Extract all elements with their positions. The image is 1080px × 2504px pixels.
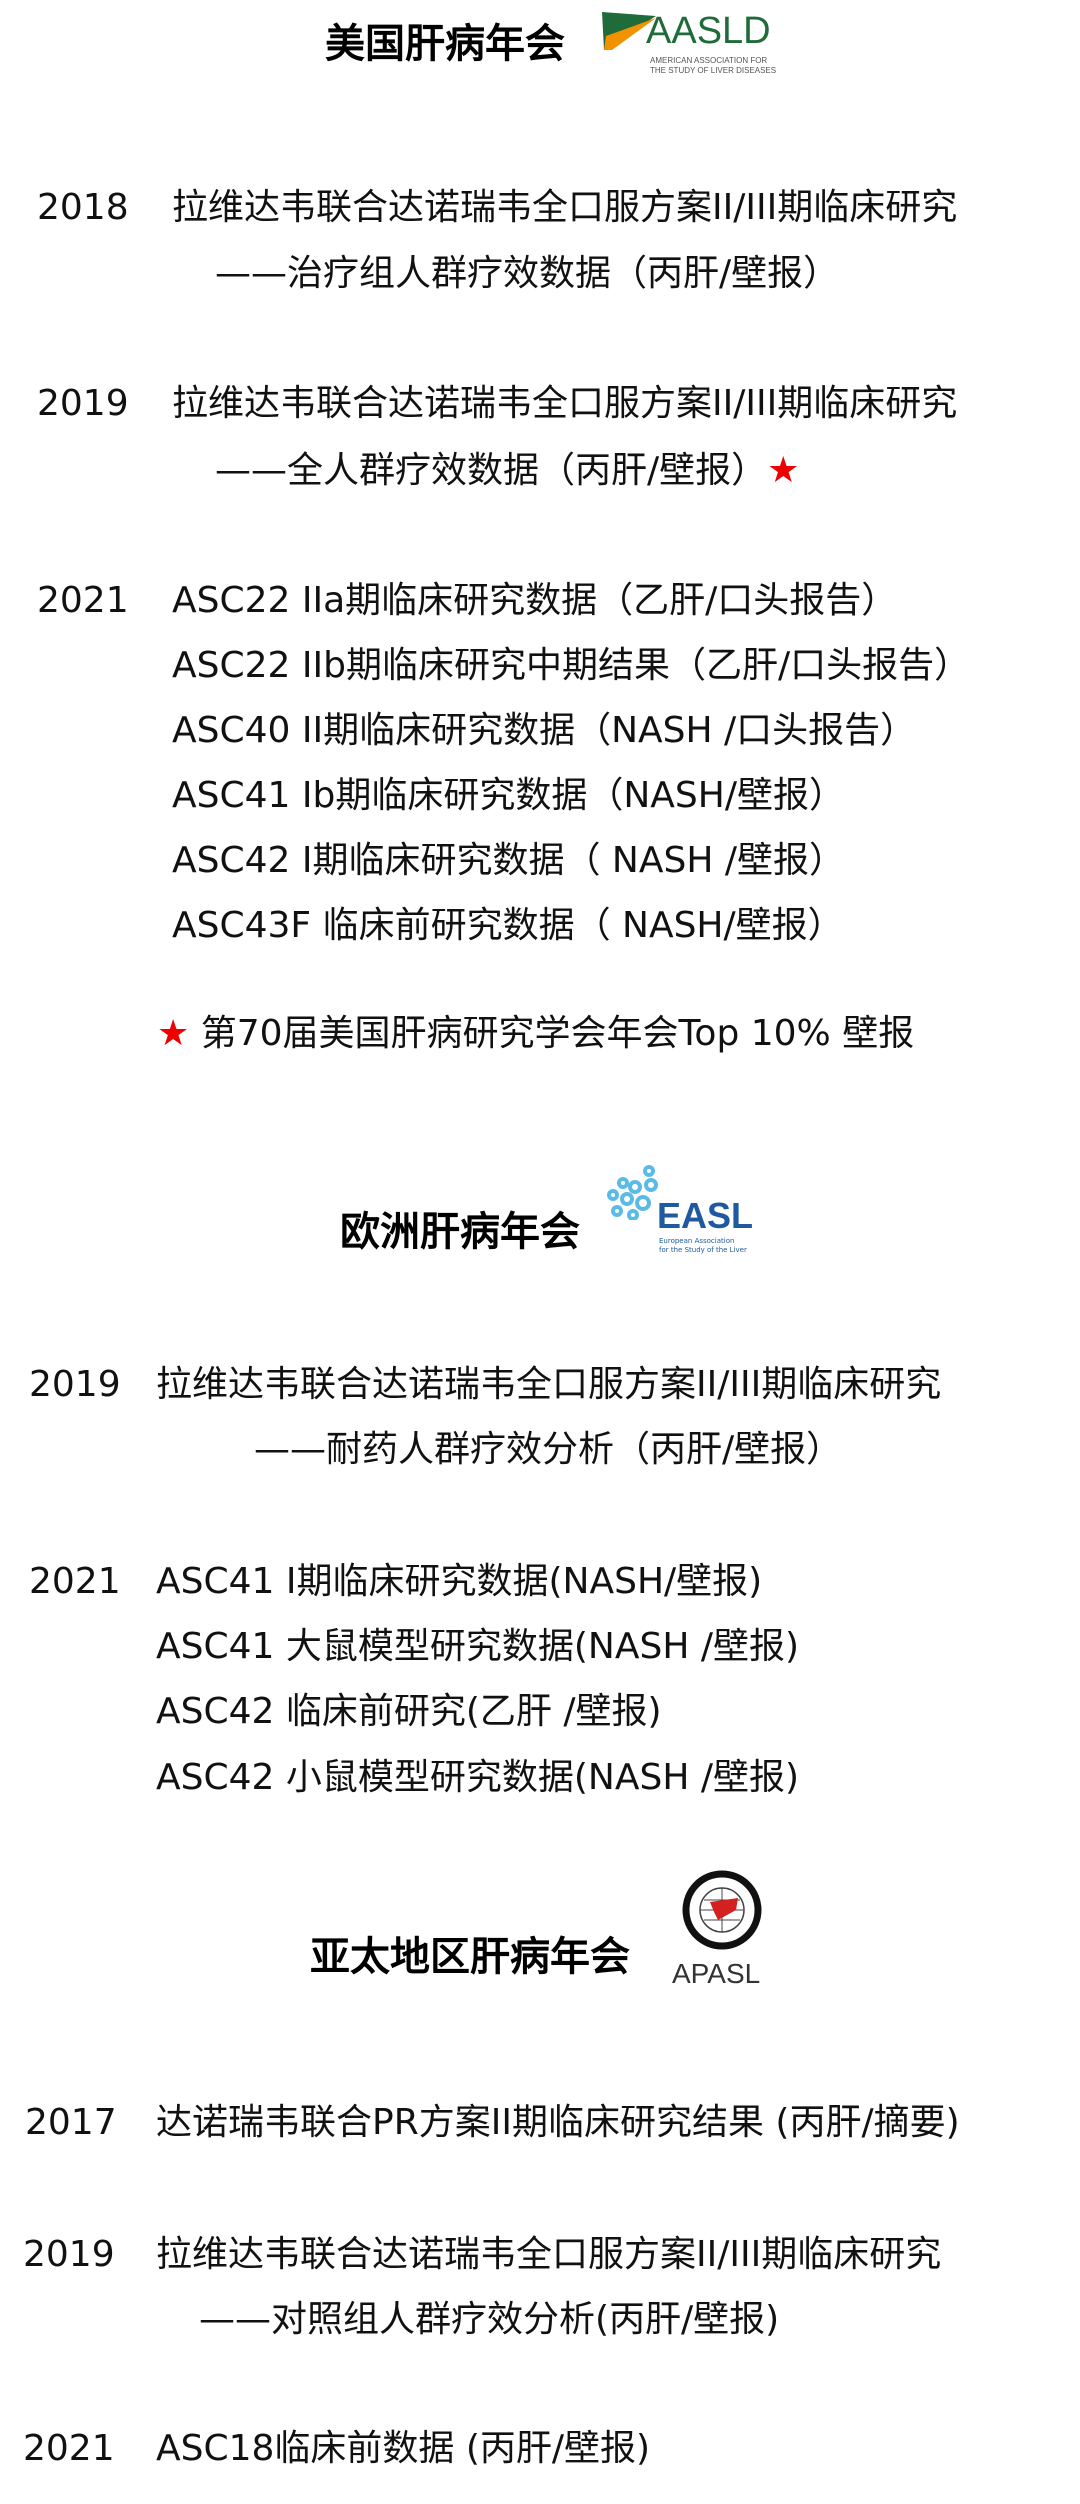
entry-line: ASC41 大鼠模型研究数据(NASH /壁报) — [156, 1626, 800, 1667]
entry-line: ASC18临床前数据 (丙肝/壁报) — [156, 2428, 651, 2469]
entry-line: ——全人群疗效数据（丙肝/壁报）★ — [215, 450, 800, 491]
easl-logo: EASL European Association for the Study … — [605, 1165, 755, 1260]
entry-line: ASC41 Ib期临床研究数据（NASH/壁报） — [172, 775, 845, 816]
entry-line: ASC40 II期临床研究数据（NASH /口头报告） — [172, 710, 917, 751]
entry-line: ——对照组人群疗效分析(丙肝/壁报) — [199, 2299, 780, 2340]
year: 2021 — [23, 2428, 115, 2469]
apasl-section-title: 亚太地区肝病年会 — [310, 1934, 630, 1980]
aasld-logo: AASLD AMERICAN ASSOCIATION FOR THE STUDY… — [598, 8, 783, 75]
year: 2017 — [25, 2102, 117, 2143]
entry-line: 拉维达韦联合达诺瑞韦全口服方案II/III期临床研究 — [156, 2234, 942, 2275]
entry-line: 拉维达韦联合达诺瑞韦全口服方案II/III期临床研究 — [156, 1364, 942, 1405]
entry-line: 达诺瑞韦联合PR方案II期临床研究结果 (丙肝/摘要) — [156, 2102, 960, 2143]
star-icon: ★ — [767, 450, 800, 491]
year: 2021 — [37, 580, 129, 621]
entry-line: ASC41 I期临床研究数据(NASH/壁报) — [156, 1561, 763, 1602]
year: 2019 — [37, 383, 129, 424]
entry-line: ——耐药人群疗效分析（丙肝/壁报） — [254, 1429, 843, 1470]
entry-line: ——治疗组人群疗效数据（丙肝/壁报） — [215, 253, 840, 294]
year: 2018 — [37, 187, 129, 228]
year: 2019 — [29, 1364, 121, 1405]
entry-line: ASC22 IIb期临床研究中期结果（乙肝/口头报告） — [172, 645, 971, 686]
entry-line: ASC42 I期临床研究数据（ NASH /壁报） — [172, 840, 845, 881]
easl-section-title: 欧洲肝病年会 — [340, 1209, 580, 1255]
entry-line: 拉维达韦联合达诺瑞韦全口服方案II/III期临床研究 — [172, 383, 958, 424]
entry-line: ASC42 小鼠模型研究数据(NASH /壁报) — [156, 1757, 800, 1798]
star-note: ★ 第70届美国肝病研究学会年会Top 10% 壁报 — [157, 1013, 915, 1054]
entry-line: 拉维达韦联合达诺瑞韦全口服方案II/III期临床研究 — [172, 187, 958, 228]
entry-line: ASC42 临床前研究(乙肝 /壁报) — [156, 1691, 662, 1732]
entry-line: ASC43F 临床前研究数据（ NASH/壁报） — [172, 905, 844, 946]
year: 2021 — [29, 1561, 121, 1602]
star-icon: ★ — [157, 1013, 190, 1054]
year: 2019 — [23, 2234, 115, 2275]
aasld-section-title: 美国肝病年会 — [325, 21, 565, 67]
entry-line: ASC22 IIa期临床研究数据（乙肝/口头报告） — [172, 580, 898, 621]
apasl-logo: APASL — [670, 1870, 780, 1995]
